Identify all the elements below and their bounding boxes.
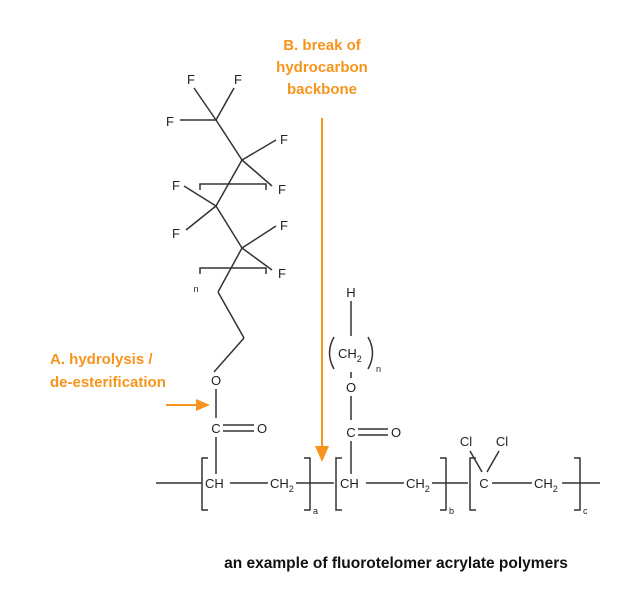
carbonyl-carbon-right: C [346,425,355,440]
repeat-bracket-lower [199,267,267,274]
fluorine-label: F [280,132,288,147]
ch2-group: CH2 [338,346,362,364]
fluorine-label: F [278,266,286,281]
carbonyl-carbon-left: C [211,421,220,436]
bracket-a-close [304,457,311,511]
fluorocarbon-chain [180,87,277,373]
bracket-c-close [574,457,581,511]
annotation-b-line1: B. break of [283,37,362,54]
annotation-b-line3: backbone [287,81,357,98]
annotation-b-arrowhead [315,446,329,462]
annotation-a-line1: A. hydrolysis / [50,351,153,368]
carbonyl-oxygen-left: O [257,421,267,436]
bracket-b-close [440,457,447,511]
chlorine-label: Cl [460,434,472,449]
fluorine-label: F [187,72,195,87]
ch2-group-b: CH2 [406,476,430,494]
ch2-paren-right [367,336,374,370]
annotation-b-line2: hydrocarbon [276,59,368,76]
fluorine-label: F [166,114,174,129]
repeat-bracket-upper [199,183,267,190]
repeat-subscript-a: a [313,506,318,516]
carbon-c: C [479,476,488,491]
figure-caption: an example of fluorotelomer acrylate pol… [224,555,568,572]
fluorine-label: F [172,226,180,241]
repeat-subscript-n: n [193,284,198,294]
ester-oxygen-right: O [346,380,356,395]
bracket-a-open [201,457,208,511]
repeat-subscript-b: b [449,506,454,516]
annotation-a-line2: de-esterification [50,374,166,391]
ch2-paren-left [328,336,335,370]
chlorine-label: Cl [496,434,508,449]
fluorine-label: F [280,218,288,233]
fluorine-label: F [278,182,286,197]
ch-group-a: CH [205,476,224,491]
annotation-a-arrowhead [196,399,210,411]
fluorine-label: F [234,72,242,87]
bracket-b-open [335,457,342,511]
ch2-group-c: CH2 [534,476,558,494]
ch2-subscript-n: n [376,364,381,374]
fluorine-label: F [172,178,180,193]
ester-oxygen-left: O [211,373,221,388]
bracket-c-open [469,457,476,511]
hydrogen-label: H [346,285,355,300]
carbonyl-oxygen-right: O [391,425,401,440]
ch2-group-a: CH2 [270,476,294,494]
repeat-subscript-c: c [583,506,588,516]
ch-group-b: CH [340,476,359,491]
